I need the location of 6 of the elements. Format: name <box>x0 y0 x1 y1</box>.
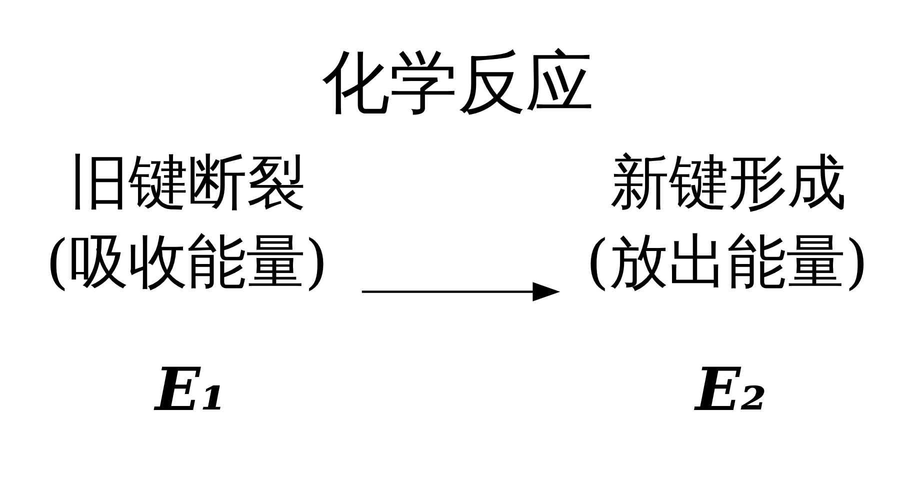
node-label: E₁ <box>155 354 226 424</box>
node-text: 旧键断裂 (吸收能量) <box>46 147 328 296</box>
node-text: 新键形成 (放出能量) <box>586 147 868 296</box>
diagram-title: 化学反应 <box>322 44 594 123</box>
arrow <box>362 282 560 302</box>
node-label: E₂ <box>695 354 767 424</box>
